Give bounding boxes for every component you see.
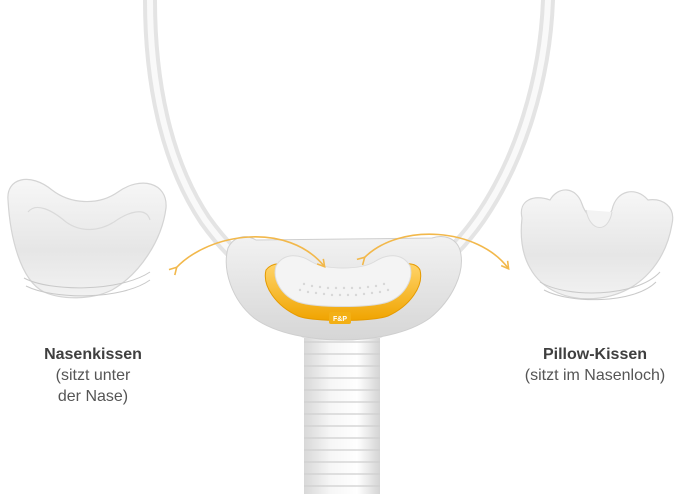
- pillow-cushion-image: [521, 190, 672, 300]
- pillow-cushion-desc-line1: (sitzt im Nasenloch): [500, 365, 690, 386]
- mask-frame: F&P: [226, 237, 461, 341]
- frame-logo: F&P: [333, 316, 347, 323]
- nasal-cushion-title: Nasenkissen: [18, 344, 168, 365]
- air-tube: [300, 322, 384, 494]
- nasal-cushion-label: Nasenkissen (sitzt unter der Nase): [18, 344, 168, 407]
- headgear: [150, 0, 548, 268]
- nasal-cushion-image: [8, 179, 166, 297]
- nasal-cushion-desc-line1: (sitzt unter: [18, 365, 168, 386]
- pillow-cushion-title: Pillow-Kissen: [500, 344, 690, 365]
- pillow-cushion-label: Pillow-Kissen (sitzt im Nasenloch): [500, 344, 690, 386]
- nasal-cushion-desc-line2: der Nase): [18, 386, 168, 407]
